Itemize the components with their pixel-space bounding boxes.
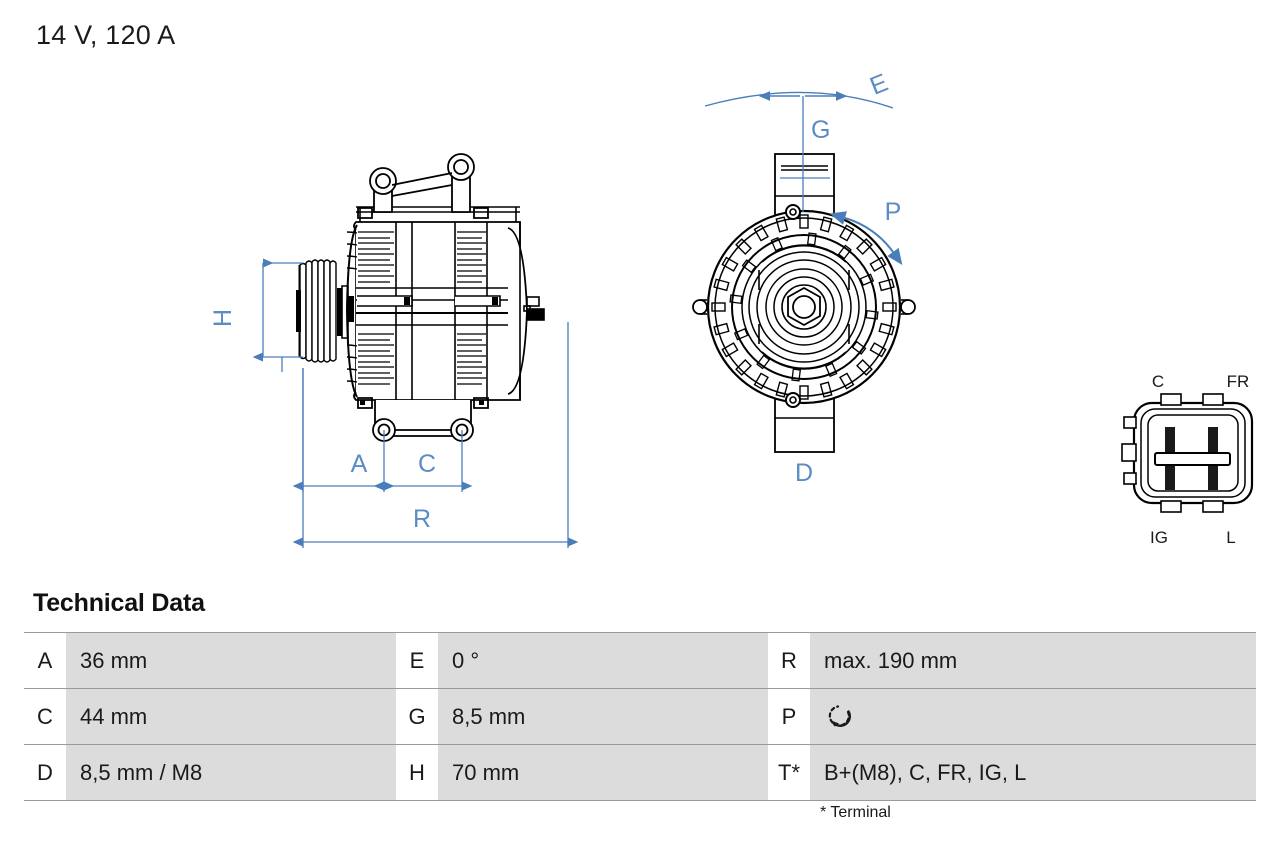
row-value: 8,5 mm / M8 xyxy=(66,744,396,801)
row-value: 8,5 mm xyxy=(438,688,768,745)
alternator-side-view xyxy=(296,153,545,442)
row-key: E xyxy=(396,632,438,689)
dimension-label-C: C xyxy=(418,450,436,478)
table-row: A 36 mm E 0 ° R max. 190 mm xyxy=(24,632,1256,689)
pulley xyxy=(296,259,354,363)
dimension-label-G: G xyxy=(811,116,830,144)
dimension-P-rotation xyxy=(829,211,903,266)
row-value: 44 mm xyxy=(66,688,396,745)
row-value: max. 190 mm xyxy=(810,632,1256,689)
tech-data-heading: Technical Data xyxy=(33,589,205,617)
mounting-foot-bottom xyxy=(357,207,489,442)
footnote-terminal: * Terminal xyxy=(820,804,891,821)
row-value: 0 ° xyxy=(438,632,768,689)
row-key: A xyxy=(24,632,66,689)
connector-plug xyxy=(1121,393,1254,513)
regulator-block-bottom xyxy=(774,397,835,453)
row-value: 36 mm xyxy=(66,632,396,689)
technical-drawing: H A C R xyxy=(209,68,1254,548)
row-value-rotation xyxy=(810,688,1256,745)
regulator-block-top xyxy=(774,153,835,217)
dimension-H xyxy=(252,258,303,372)
connector-label-L: L xyxy=(1226,528,1235,547)
table-row: C 44 mm G 8,5 mm P xyxy=(24,688,1256,745)
row-key: R xyxy=(768,632,810,689)
dimension-label-D: D xyxy=(795,459,813,487)
row-value: B+(M8), C, FR, IG, L xyxy=(810,744,1256,801)
mounting-ears-top xyxy=(369,153,475,213)
dimension-label-H: H xyxy=(209,309,237,327)
page-title: 14 V, 120 A xyxy=(36,20,176,50)
alternator-body xyxy=(345,206,545,401)
connector-label-IG: IG xyxy=(1150,528,1168,547)
dimension-G xyxy=(780,96,830,212)
dimension-A-C-R xyxy=(292,322,579,548)
row-value: 70 mm xyxy=(438,744,768,801)
connector-label-C: C xyxy=(1152,372,1164,391)
table-row: D 8,5 mm / M8 H 70 mm T* B+(M8), C, FR, … xyxy=(24,744,1256,801)
row-key: T* xyxy=(768,744,810,801)
connector-label-FR: FR xyxy=(1227,372,1250,391)
row-key: G xyxy=(396,688,438,745)
rotation-ccw-icon xyxy=(828,704,851,727)
dimension-label-A: A xyxy=(351,450,368,478)
dimension-label-E: E xyxy=(866,68,892,100)
row-key: H xyxy=(396,744,438,801)
dimension-label-P: P xyxy=(885,198,902,226)
technical-data-table: A 36 mm E 0 ° R max. 190 mm C 44 mm G 8,… xyxy=(24,632,1256,801)
stator-housing xyxy=(692,204,916,408)
dimension-label-R: R xyxy=(413,505,431,533)
row-key: C xyxy=(24,688,66,745)
row-key: D xyxy=(24,744,66,801)
alternator-front-view xyxy=(692,153,916,453)
dimension-E-arc xyxy=(704,91,894,109)
row-key: P xyxy=(768,688,810,745)
